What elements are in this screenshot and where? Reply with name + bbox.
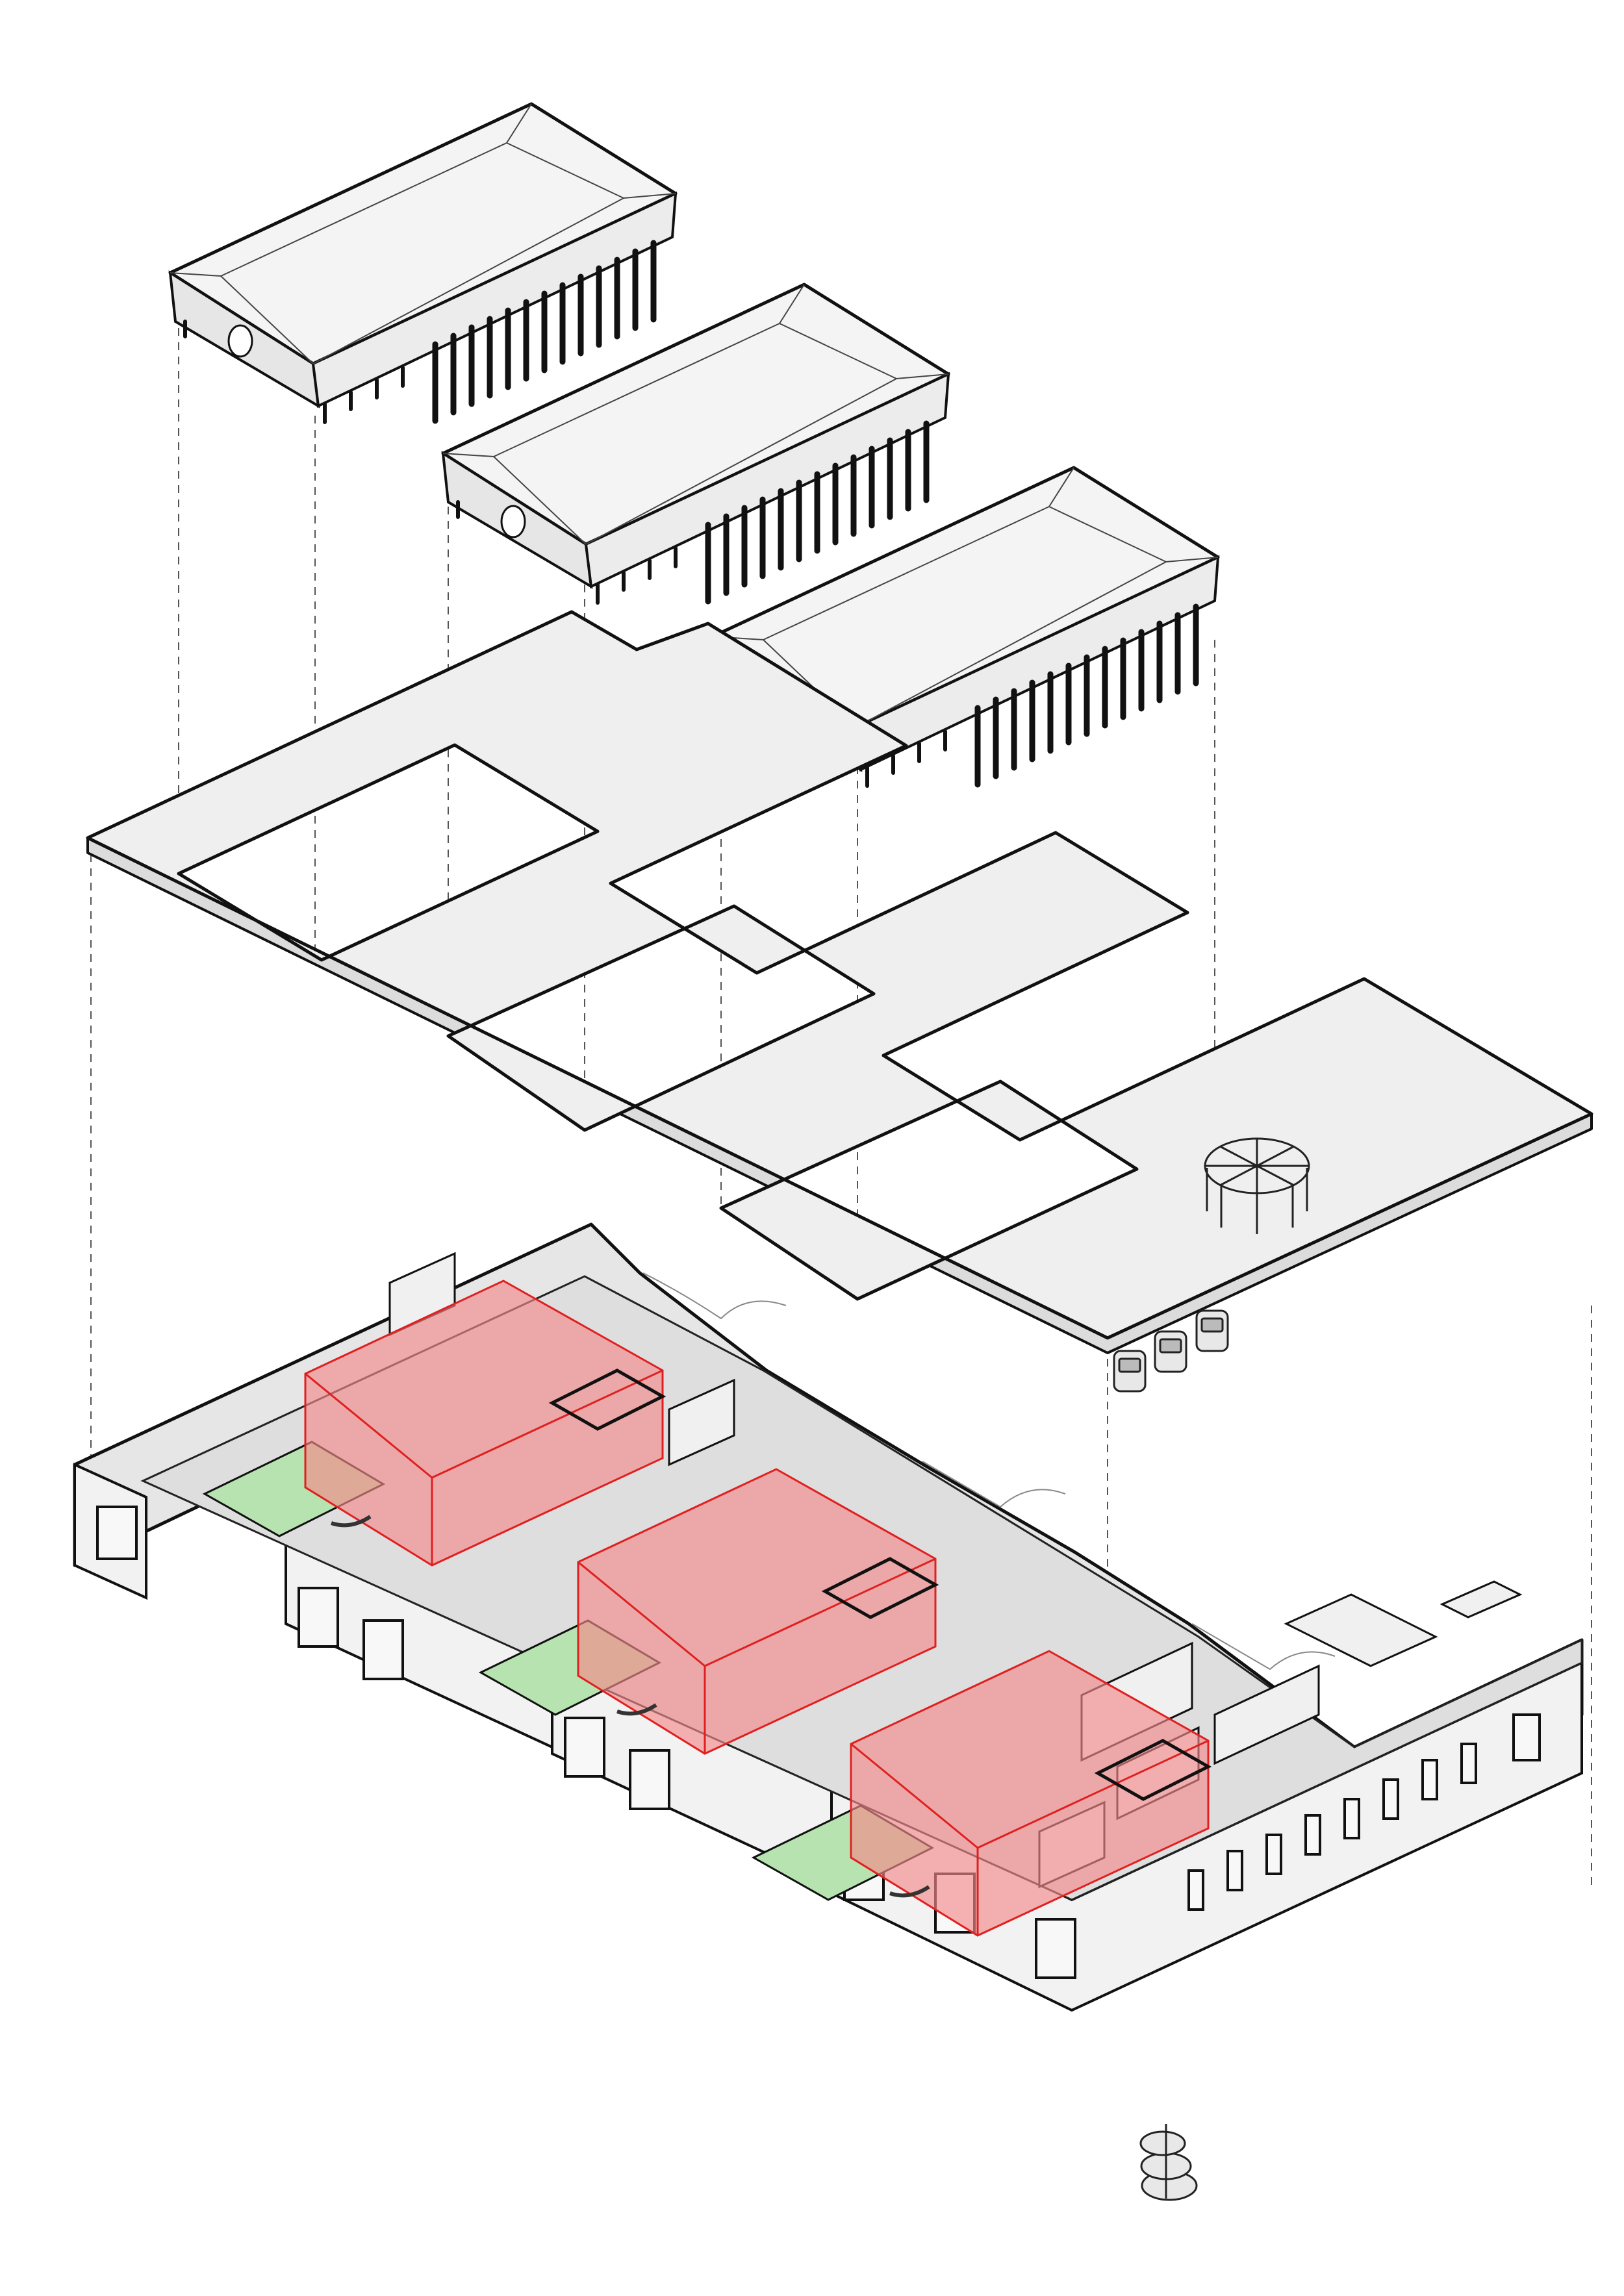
roof-pavilion-1	[168, 102, 678, 424]
spiral-stair-icon	[1139, 2124, 1198, 2201]
vent-unit-icon	[1195, 1309, 1229, 1352]
vent-unit-icon	[1113, 1350, 1147, 1393]
ground-floor-plan	[73, 1222, 1584, 2201]
red-volume-2	[577, 1468, 939, 1755]
pergola-icon	[1204, 1137, 1310, 1234]
facade-windows	[96, 1506, 1541, 1979]
porthole-window-icon	[500, 505, 526, 538]
roof-pavilion-2	[441, 283, 950, 605]
bench-icon	[616, 1703, 657, 1716]
colonnade	[974, 603, 1199, 788]
roof-slab-layer	[86, 610, 1593, 1393]
arch-screens	[642, 1272, 1336, 1671]
porthole-window-icon	[227, 324, 253, 358]
vent-unit-icon	[1154, 1330, 1187, 1373]
red-volume-1	[304, 1280, 666, 1567]
red-volume-3	[850, 1650, 1212, 1937]
colonnade	[432, 240, 657, 424]
bench-icon	[331, 1515, 372, 1528]
bench-icon	[889, 1885, 930, 1898]
colonnade	[705, 420, 930, 605]
